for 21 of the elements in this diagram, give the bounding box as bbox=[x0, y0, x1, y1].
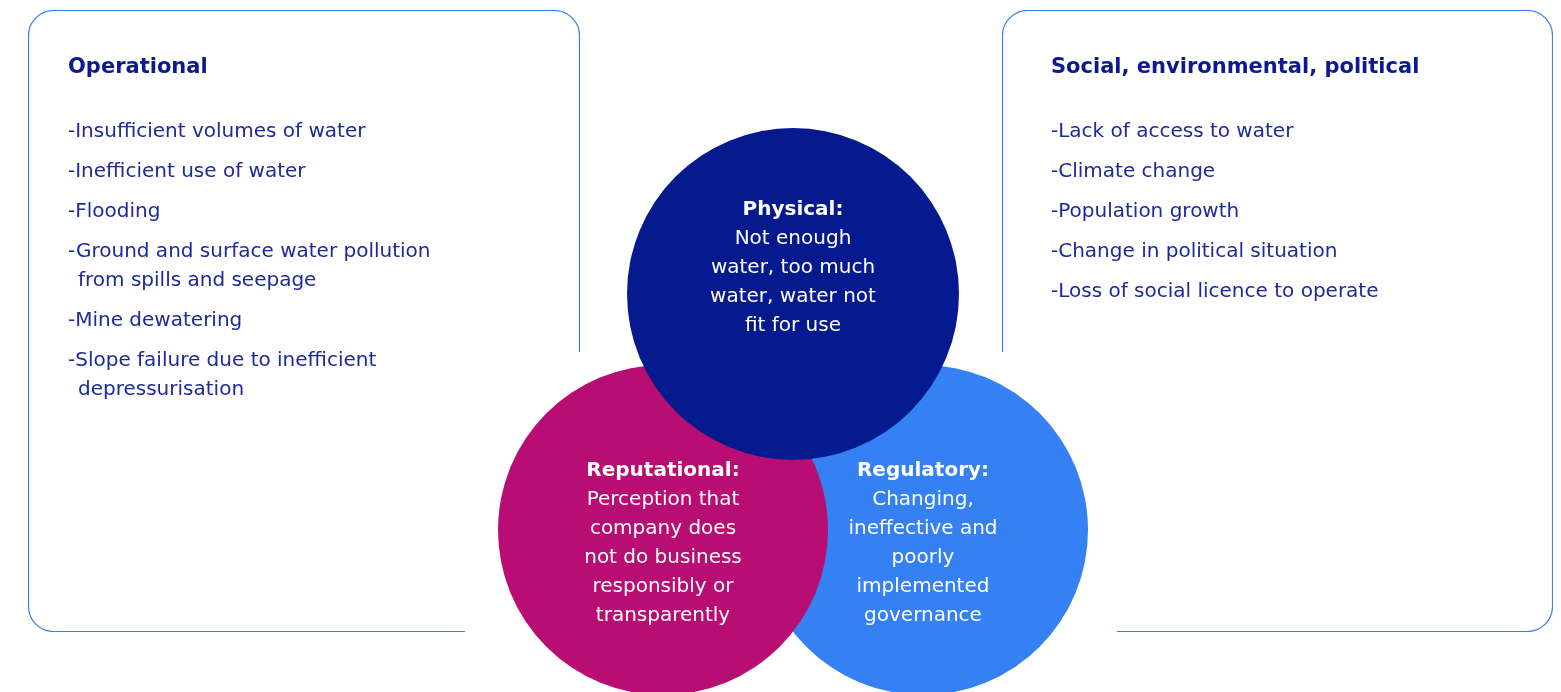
risk-item: -Lack of access to water bbox=[1051, 117, 1295, 144]
risk-item: -Climate change bbox=[1051, 157, 1217, 184]
circle-heading: Physical: bbox=[742, 195, 844, 222]
category-panel bbox=[28, 10, 580, 632]
risk-item: -Ground and surface water pollution from spills and seepage bbox=[68, 237, 432, 293]
risk-item: -Insufficient volumes of water bbox=[68, 117, 367, 144]
panel-heading: Social, environmental, political bbox=[1051, 54, 1420, 78]
risk-item: -Slope failure due to inefficient depressurisation bbox=[68, 346, 378, 402]
risk-item: -Loss of social licence to operate bbox=[1051, 277, 1380, 304]
circle-heading: Regulatory: bbox=[856, 456, 990, 483]
risk-item: -Change in political situation bbox=[1051, 237, 1339, 264]
category-panel bbox=[1002, 10, 1553, 632]
risk-item: -Flooding bbox=[68, 197, 162, 224]
risk-item: -Inefficient use of water bbox=[68, 157, 307, 184]
circle-text: Changing, ineffective and poorly implemented governance bbox=[847, 485, 999, 628]
circle-text: Not enough water, too much water, water not fit for use bbox=[709, 224, 877, 338]
panel-heading: Operational bbox=[68, 54, 208, 78]
circle-text: Perception that company does not do business responsibly or transparently bbox=[583, 485, 743, 628]
risk-item: -Population growth bbox=[1051, 197, 1241, 224]
circle-heading: Reputational: bbox=[586, 456, 740, 483]
risk-item: -Mine dewatering bbox=[68, 306, 244, 333]
